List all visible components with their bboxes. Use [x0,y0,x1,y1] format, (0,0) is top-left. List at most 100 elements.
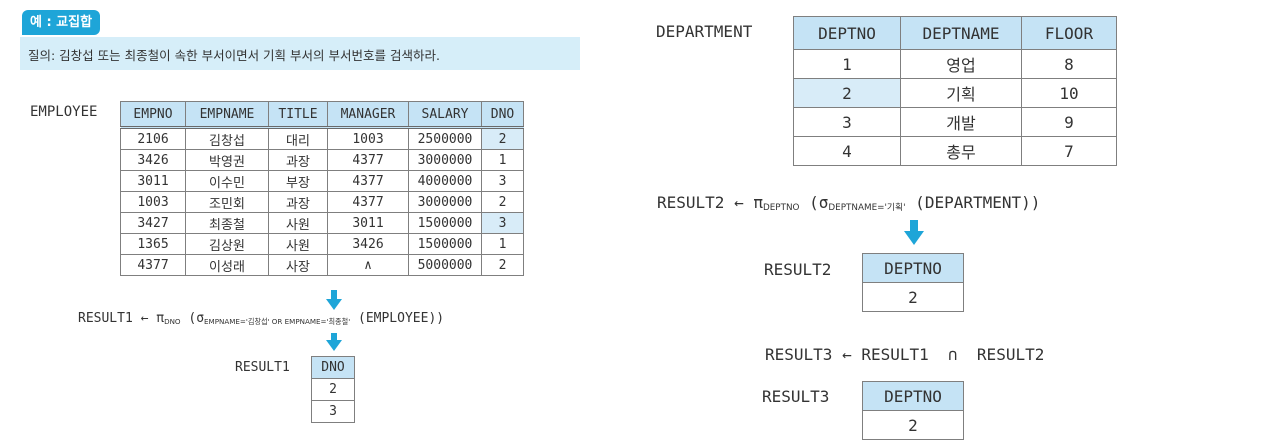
table-cell: 3426 [120,149,186,171]
table-cell: 개발 [900,107,1022,137]
table-cell: 3011 [327,212,409,234]
table-cell: 총무 [900,136,1022,166]
result1-label: RESULT1 [235,360,290,375]
table-cell: 과장 [268,149,328,171]
table-cell: 최종철 [185,212,269,234]
result3-label: RESULT3 [762,387,830,406]
result2-expr-sel-sub: DEPTNAME='기획' [828,203,906,214]
table-row: 2 기획 10 [793,78,1117,108]
result3-header-deptno: DEPTNO [862,381,964,411]
table-cell: 2 [862,282,964,312]
table-cell: 부장 [268,170,328,192]
table-cell: 3000000 [408,191,482,213]
arrow-down-icon [904,220,924,245]
query-text: 질의: 김창섭 또는 최종철이 속한 부서이면서 기획 부서의 부서번호를 검색… [28,48,440,63]
result2-table: DEPTNO 2 [862,253,964,312]
table-cell: 1500000 [408,212,482,234]
result2-label: RESULT2 [764,260,832,279]
result1-table: DNO 2 3 [311,356,355,423]
table-cell: 사원 [268,212,328,234]
department-label: DEPARTMENT [656,22,753,41]
employee-header-empno: EMPNO [120,101,186,129]
table-cell: 대리 [268,127,328,150]
result2-expr-proj-sub: DEPTNO [762,203,800,214]
table-row: 4 총무 7 [793,136,1117,166]
table-row: 3427 최종철 사원 3011 1500000 3 [120,212,524,234]
table-cell: 4377 [120,254,186,276]
table-row: 3 개발 9 [793,107,1117,137]
employee-header-dno: DNO [481,101,524,129]
result1-header-dno: DNO [311,356,355,379]
table-cell: 4377 [327,149,409,171]
table-cell: 1500000 [408,233,482,255]
table-cell: 3 [481,170,524,192]
table-cell: 김상원 [185,233,269,255]
table-cell: 2 [481,254,524,276]
table-cell: 박영권 [185,149,269,171]
table-cell: 1 [481,149,524,171]
table-row: 4377 이성래 사장 ∧ 5000000 2 [120,254,524,276]
table-cell: 3 [793,107,901,137]
table-cell: 2106 [120,127,186,150]
table-cell: 사장 [268,254,328,276]
table-cell: 4377 [327,170,409,192]
result1-expr-lhs: RESULT1 ← π [78,311,165,326]
table-cell: 1003 [327,127,409,150]
table-cell: 1 [793,49,901,79]
result1-expr-proj-sub: DNO [164,316,181,326]
employee-header-row: EMPNO EMPNAME TITLE MANAGER SALARY DNO [120,101,524,129]
table-cell: 4 [793,136,901,166]
table-cell: 2 [481,191,524,213]
table-cell: 8 [1021,49,1117,79]
result2-expr-lhs: RESULT2 ← π [657,193,763,212]
table-row: 1 영업 8 [793,49,1117,79]
query-bar [20,37,580,70]
table-cell-highlighted: 2 [793,78,901,108]
table-cell: 3000000 [408,149,482,171]
arrow-down-icon [326,290,342,310]
table-cell: 3011 [120,170,186,192]
table-cell: 1003 [120,191,186,213]
result1-expr-sel-sub: EMPNAME='김창섭' OR EMPNAME='최종철' [204,316,351,326]
table-cell: 5000000 [408,254,482,276]
table-cell: 2 [311,378,355,401]
result3-table: DEPTNO 2 [862,381,964,440]
table-cell: 10 [1021,78,1117,108]
table-cell: 3426 [327,233,409,255]
table-cell: 2500000 [408,127,482,150]
employee-header-title: TITLE [268,101,328,129]
result2-expr-rest: (DEPARTMENT)) [905,193,1041,212]
arrow-down-icon [326,333,342,351]
table-cell-highlighted: 2 [481,127,524,150]
employee-table: EMPNO EMPNAME TITLE MANAGER SALARY DNO 2… [120,101,524,276]
table-cell: ∧ [327,254,409,276]
table-row: 1365 김상원 사원 3426 1500000 1 [120,233,524,255]
result1-expression: RESULT1 ← πDNO (σEMPNAME='김창섭' OR EMPNAM… [78,311,444,327]
result2-header-deptno: DEPTNO [862,253,964,283]
employee-label: EMPLOYEE [30,104,98,120]
table-row: 2106 김창섭 대리 1003 2500000 2 [120,127,524,150]
department-table: DEPTNO DEPTNAME FLOOR 1 영업 8 2 기획 10 3 개… [793,16,1117,166]
result3-expression: RESULT3 ← RESULT1 ∩ RESULT2 [765,345,1045,364]
table-cell: 이수민 [185,170,269,192]
table-cell: 기획 [900,78,1022,108]
table-cell: 2 [862,410,964,440]
table-cell: 7 [1021,136,1117,166]
department-header-row: DEPTNO DEPTNAME FLOOR [793,16,1117,50]
table-cell: 김창섭 [185,127,269,150]
table-cell: 9 [1021,107,1117,137]
table-cell: 4000000 [408,170,482,192]
department-header-floor: FLOOR [1021,16,1117,50]
table-cell: 조민회 [185,191,269,213]
table-cell: 과장 [268,191,328,213]
employee-header-manager: MANAGER [327,101,409,129]
table-row: 1003 조민회 과장 4377 3000000 2 [120,191,524,213]
result1-expr-rest: (EMPLOYEE)) [350,311,445,326]
table-cell: 3 [311,400,355,423]
result2-expression: RESULT2 ← πDEPTNO (σDEPTNAME='기획' (DEPAR… [657,193,1040,213]
table-cell: 사원 [268,233,328,255]
table-cell: 3427 [120,212,186,234]
result2-expr-sel: (σ [799,193,829,212]
table-cell: 1 [481,233,524,255]
table-cell: 이성래 [185,254,269,276]
